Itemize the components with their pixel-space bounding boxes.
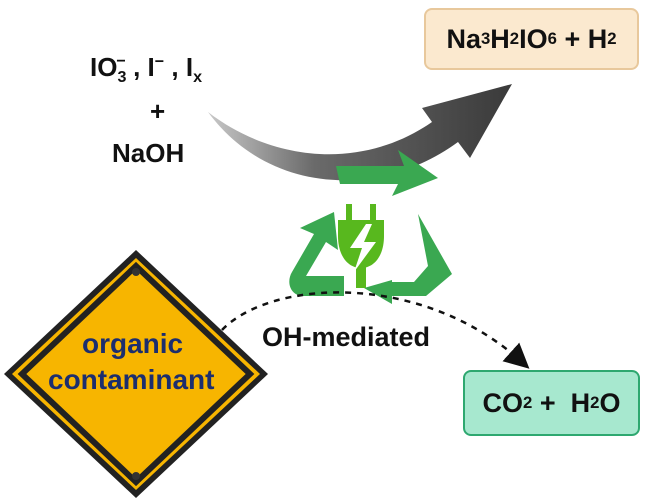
polyiodide: I — [185, 52, 194, 82]
sign-text-line2: contaminant — [48, 364, 215, 395]
reactant-plus: + — [150, 96, 166, 126]
dashed-arrow — [221, 291, 530, 369]
warning-sign-icon — [4, 250, 268, 498]
plug-lightning-icon — [338, 204, 384, 288]
reactant-naoh: NaOH — [112, 138, 185, 168]
curved-arrow-icon — [208, 84, 512, 181]
iodate: IO — [90, 52, 118, 82]
iodide: I — [147, 52, 155, 82]
sign-text-line1: organic — [82, 328, 184, 359]
label-oh-mediated: OH-mediated — [262, 322, 431, 352]
reactant-line: IO3− , I− , Ix — [90, 52, 203, 87]
recycle-icon — [289, 150, 452, 304]
